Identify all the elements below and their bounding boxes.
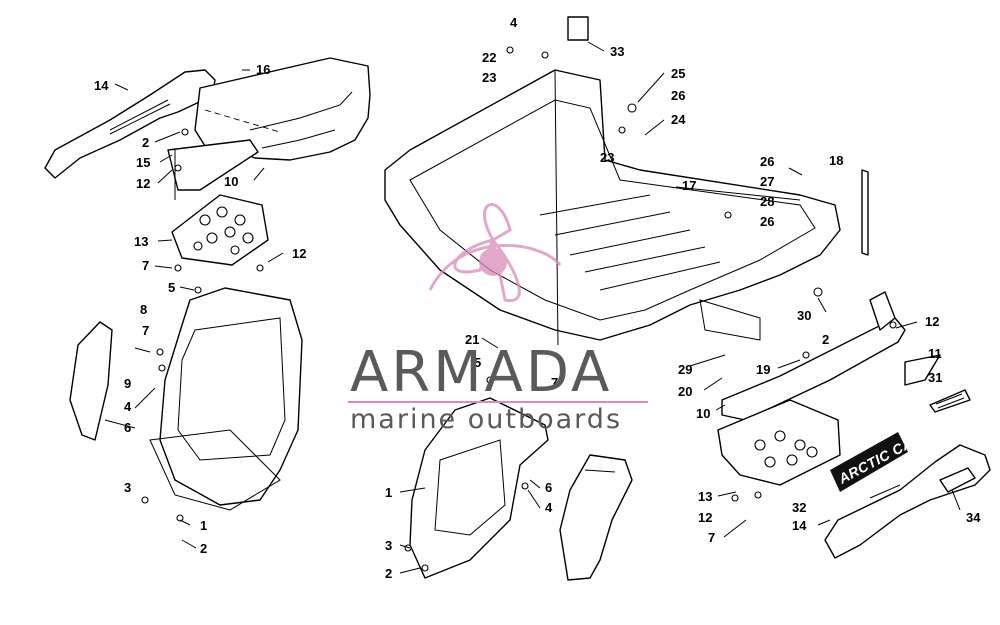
part-floor-panel-right	[721, 291, 906, 421]
callout-7-right: 7	[708, 530, 715, 545]
callout-6-left: 6	[124, 420, 131, 435]
callout-14-left: 14	[94, 78, 109, 93]
callout-26-mid: 26	[760, 154, 774, 169]
part-footwell-housing-center	[409, 397, 549, 579]
watermark-tagline: marine outboards	[350, 404, 622, 435]
decal-text: ARCTIC CAT	[835, 430, 923, 487]
callout-4-left: 4	[124, 399, 132, 414]
callout-18: 18	[829, 153, 843, 168]
callout-30: 30	[797, 308, 811, 323]
part-footwell-housing-left	[149, 287, 303, 511]
callout-27: 27	[760, 174, 774, 189]
part-decal	[830, 432, 908, 492]
callout-14-right: 14	[792, 518, 807, 533]
callout-5-left: 5	[168, 280, 175, 295]
callout-22: 22	[482, 50, 496, 65]
callout-12-left-top: 12	[136, 176, 150, 191]
part-plate-top	[567, 16, 589, 41]
callout-10-left: 10	[224, 174, 238, 189]
propeller-icon	[428, 203, 562, 303]
callout-7-center: 7	[551, 375, 558, 390]
callout-3-center: 3	[385, 538, 392, 553]
part-rack-cover-right	[824, 444, 991, 559]
callout-26-low: 26	[760, 214, 774, 229]
watermark-brand: ARMADA	[350, 340, 612, 405]
callout-23-mid: 23	[600, 150, 614, 165]
callout-32: 32	[792, 500, 806, 515]
callout-2-center: 2	[385, 566, 392, 581]
callout-5-center: 5	[474, 355, 481, 370]
callout-7-left-mid: 7	[142, 323, 149, 338]
part-side-guard-left	[69, 321, 113, 441]
callout-12-right-bottom: 12	[698, 510, 712, 525]
callout-12-left-mid: 12	[292, 246, 306, 261]
callout-12-right-top: 12	[925, 314, 939, 329]
callout-34: 34	[966, 510, 981, 525]
callout-24: 24	[671, 112, 686, 127]
part-small-pieces-right	[904, 354, 971, 413]
watermark: ARMADA marine outboards	[348, 203, 648, 435]
part-skid-plate-left	[171, 194, 269, 266]
callout-28: 28	[760, 194, 774, 209]
callout-1-left: 1	[200, 518, 207, 533]
callout-17: 17	[682, 178, 696, 193]
callout-16: 16	[256, 62, 270, 77]
callout-21: 21	[465, 332, 479, 347]
callout-labels: 14 16 2 15 12 10 13 7 12 5 8 7 9 4 6 3 1…	[94, 15, 981, 581]
callout-8: 8	[140, 302, 147, 317]
part-skid-plate-right	[717, 399, 841, 486]
callout-25: 25	[671, 66, 685, 81]
callout-31: 31	[928, 370, 942, 385]
part-bracket-left	[167, 139, 259, 200]
callout-1-center: 1	[385, 485, 392, 500]
callout-26-top: 26	[671, 88, 685, 103]
callout-6-center: 6	[545, 480, 552, 495]
callout-11: 11	[928, 346, 942, 361]
callout-19: 19	[756, 362, 770, 377]
callout-15: 15	[136, 155, 150, 170]
part-side-strip	[861, 169, 869, 256]
callout-2-right: 2	[822, 332, 829, 347]
callout-4-center-top: 4	[510, 15, 518, 30]
callout-2-left-bottom: 2	[200, 541, 207, 556]
callout-13-left: 13	[134, 234, 148, 249]
leader-lines	[104, 41, 961, 574]
callout-20: 20	[678, 384, 692, 399]
part-side-guard-center	[559, 454, 633, 581]
callout-23-top: 23	[482, 70, 496, 85]
callout-33: 33	[610, 44, 624, 59]
callout-10-right: 10	[696, 406, 710, 421]
callout-9: 9	[124, 376, 131, 391]
callout-3-left: 3	[124, 480, 131, 495]
callout-29: 29	[678, 362, 692, 377]
hardware-fasteners	[141, 46, 897, 572]
callout-13-right: 13	[698, 489, 712, 504]
callout-7-left-top: 7	[142, 258, 149, 273]
callout-2-left-top: 2	[142, 135, 149, 150]
callout-4-center: 4	[545, 500, 553, 515]
